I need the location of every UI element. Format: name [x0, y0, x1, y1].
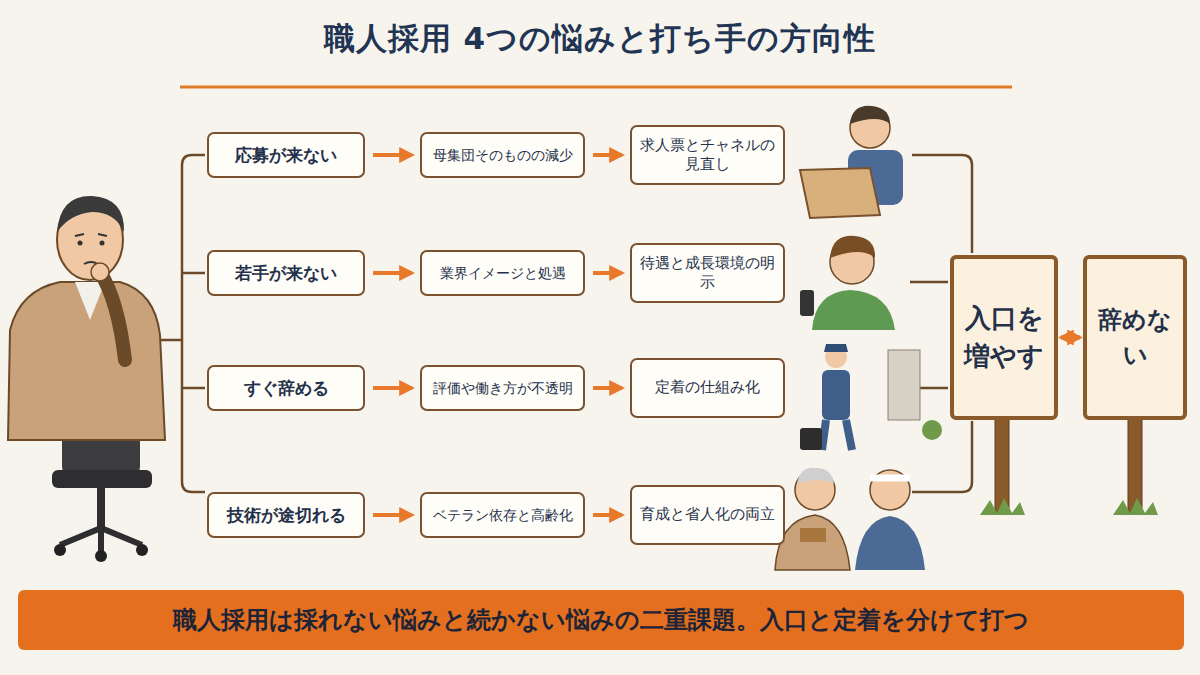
chair-post [97, 488, 105, 528]
cause-box: 評価や働き方が不透明 [420, 365, 585, 411]
shrub [922, 420, 942, 440]
hoodie [812, 290, 895, 330]
eye [100, 241, 105, 246]
chair-wheel [136, 544, 148, 556]
node-label: 定着の仕組み化 [655, 378, 760, 398]
chair-wheel [54, 544, 66, 556]
veteran-body [775, 515, 850, 570]
action-box: 育成と省人化の両立 [630, 485, 785, 545]
arm [100, 272, 125, 360]
bracket-line [912, 421, 972, 492]
cause-box: ベテラン依存と高齢化 [420, 492, 585, 538]
chair-legs [60, 528, 142, 552]
young-person-phone [800, 236, 895, 330]
flow-arrow [593, 153, 622, 157]
flow-arrow [373, 153, 412, 157]
hair [830, 236, 875, 258]
apprentice-body [855, 516, 925, 570]
problem-box: 応募が来ない [207, 132, 365, 178]
node-label: すぐ辞める [244, 377, 329, 399]
worried-manager [8, 196, 165, 440]
cardboard-box [800, 168, 880, 218]
node-label: 業界イメージと処遇 [440, 264, 566, 282]
action-box: 求人票とチャネルの見直し [630, 125, 785, 185]
post [995, 418, 1009, 513]
left-bracket [160, 155, 205, 492]
diagram-title: 職人採用 4つの悩みと打ち手の方向性 [0, 18, 1200, 60]
veteran-and-apprentice [775, 468, 925, 570]
flow-arrow [373, 271, 412, 275]
post [1128, 418, 1142, 513]
veteran-hair [797, 468, 834, 484]
flow-arrow [593, 386, 622, 390]
jacket [8, 282, 165, 440]
action-box: 定着の仕組み化 [630, 358, 785, 418]
double-arrow [1061, 336, 1080, 340]
node-label: 母集団そのものの減少 [433, 146, 573, 164]
node-label: 若手が来ない [235, 262, 337, 284]
problem-box: すぐ辞める [207, 365, 365, 411]
signboard: 辞めない [1083, 255, 1187, 420]
hand [91, 263, 109, 281]
node-label: 入口を増やす [960, 300, 1048, 375]
node-label: 待遇と成長環境の明示 [638, 254, 777, 293]
flow-arrow [593, 513, 622, 517]
node-label: 求人票とチャネルの見直し [638, 136, 777, 175]
problem-box: 若手が来ない [207, 250, 365, 296]
chair-wheel [95, 550, 107, 562]
door [888, 350, 920, 420]
grass [1113, 498, 1158, 515]
bracket-line [182, 155, 205, 492]
hair [57, 196, 124, 232]
smartphone [800, 290, 814, 316]
cause-box: 業界イメージと処遇 [420, 250, 585, 296]
action-box: 待遇と成長環境の明示 [630, 243, 785, 303]
node-label: 技術が途切れる [227, 504, 346, 526]
grass [980, 498, 1025, 515]
body [822, 370, 850, 420]
node-label: 応募が来ない [235, 144, 337, 166]
node-label: 辞めない [1093, 303, 1177, 373]
bag [800, 428, 822, 450]
flow-arrow [373, 386, 412, 390]
flow-arrow [373, 513, 412, 517]
worker-leaving [800, 344, 942, 450]
plane-tool [800, 528, 826, 542]
eye [78, 241, 83, 246]
node-label: 育成と省人化の両立 [640, 505, 775, 525]
hair [850, 106, 890, 124]
apprentice-face [870, 470, 910, 510]
summary-band: 職人採用は採れない悩みと続かない悩みの二重課題。入口と定着を分けて打つ [18, 590, 1184, 650]
legs [822, 420, 852, 450]
worker-with-box [800, 106, 903, 218]
title-underline [180, 86, 1012, 89]
signboard: 入口を増やす [950, 255, 1058, 420]
node-label: ベテラン依存と高齢化 [433, 506, 573, 524]
cause-box: 母集団そのものの減少 [420, 132, 585, 178]
brows [75, 234, 107, 236]
node-label: 評価や働き方が不透明 [433, 379, 573, 397]
shirt [75, 282, 105, 320]
headband [870, 475, 910, 482]
chair-seat [52, 470, 152, 488]
bracket-line [912, 155, 972, 253]
bracket-branch [160, 273, 205, 388]
problem-box: 技術が途切れる [207, 492, 365, 538]
cap [824, 344, 848, 352]
flow-arrow [593, 271, 622, 275]
sign-posts [980, 418, 1158, 515]
